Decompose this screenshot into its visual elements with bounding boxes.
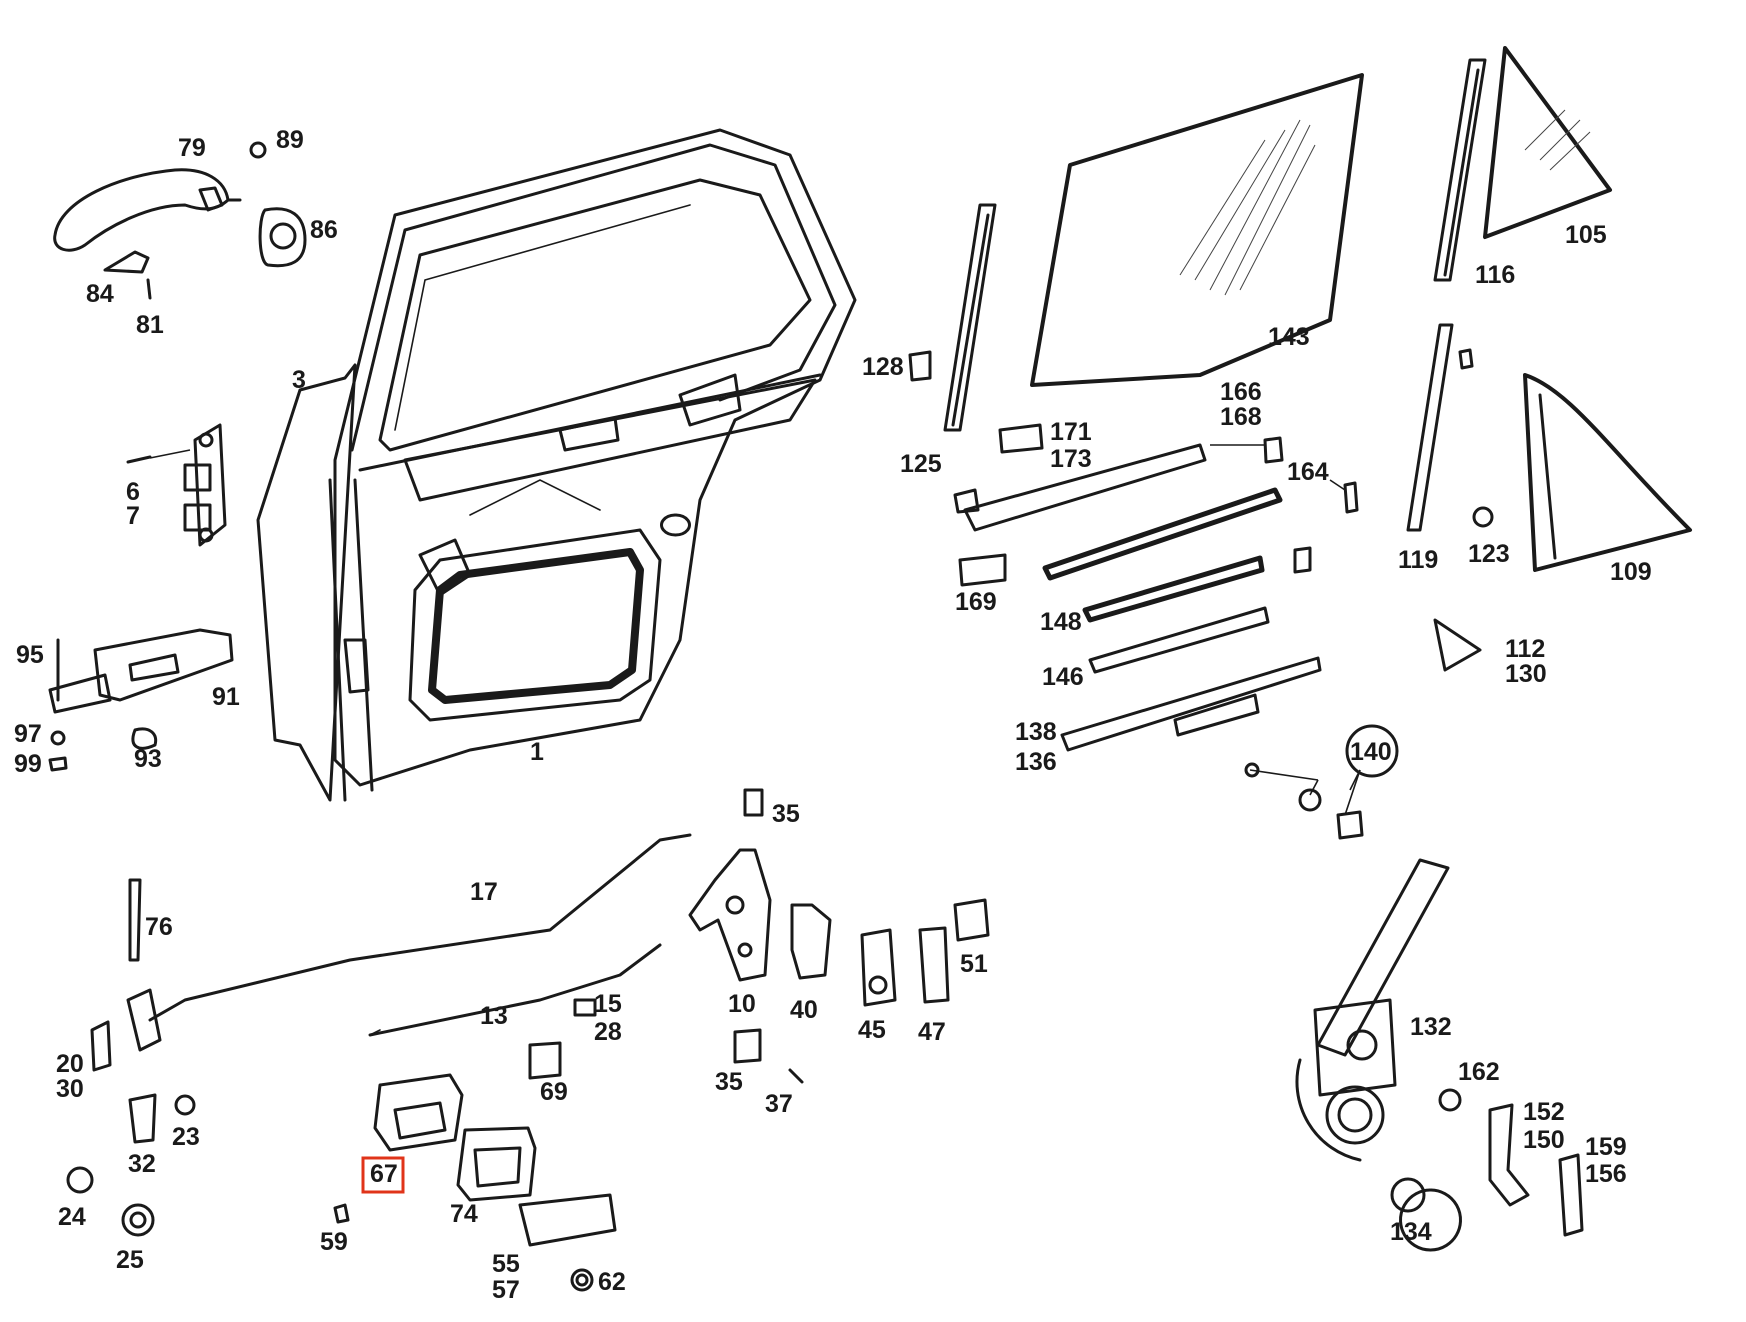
label-28: 28 [594, 1018, 622, 1046]
label-150: 150 [1523, 1126, 1565, 1154]
label-35-bottom: 35 [715, 1068, 743, 1096]
label-143: 143 [1268, 323, 1310, 351]
label-116: 116 [1475, 261, 1515, 289]
label-136: 136 [1015, 748, 1057, 776]
label-93: 93 [134, 745, 162, 773]
label-23: 23 [172, 1123, 200, 1151]
outer-door-handle [53, 141, 307, 300]
label-140-ring [1345, 724, 1399, 778]
label-168: 168 [1220, 403, 1262, 431]
label-47: 47 [918, 1018, 946, 1046]
label-59: 59 [320, 1228, 348, 1256]
label-81: 81 [136, 311, 164, 339]
label-132: 132 [1410, 1013, 1452, 1041]
door-hinge [126, 423, 227, 547]
label-171: 171 [1050, 418, 1092, 446]
label-119: 119 [1398, 546, 1438, 574]
label-166: 166 [1220, 378, 1262, 406]
interior-handle-parts [333, 998, 617, 1292]
door-shell [256, 128, 857, 802]
label-130: 130 [1505, 660, 1547, 688]
label-123: 123 [1468, 540, 1510, 568]
label-3: 3 [292, 366, 306, 394]
label-148: 148 [1040, 608, 1082, 636]
label-74: 74 [450, 1200, 478, 1228]
label-24: 24 [58, 1203, 86, 1231]
label-32: 32 [128, 1150, 156, 1178]
label-51: 51 [960, 950, 988, 978]
label-84: 84 [86, 280, 114, 308]
label-35-top: 35 [772, 800, 800, 828]
label-57: 57 [492, 1276, 520, 1304]
label-169: 169 [955, 588, 997, 616]
label-173: 173 [1050, 445, 1092, 473]
label-156: 156 [1585, 1160, 1627, 1188]
label-159: 159 [1585, 1133, 1627, 1161]
label-40: 40 [790, 996, 818, 1024]
small-hardware [733, 348, 1494, 1084]
label-17: 17 [470, 878, 498, 906]
label-69: 69 [540, 1078, 568, 1106]
label-79: 79 [178, 134, 206, 162]
label-152: 152 [1523, 1098, 1565, 1126]
label-7: 7 [126, 502, 140, 530]
label-30: 30 [56, 1075, 84, 1103]
door-glass [1030, 73, 1364, 387]
label-89: 89 [276, 126, 304, 154]
label-146: 146 [1042, 663, 1084, 691]
label-86: 86 [310, 216, 338, 244]
label-91: 91 [212, 683, 240, 711]
label-45: 45 [858, 1016, 886, 1044]
highlight-box-67 [361, 1156, 405, 1194]
label-162: 162 [1458, 1058, 1500, 1086]
door-lock-and-rods [66, 833, 772, 1237]
label-105: 105 [1565, 221, 1607, 249]
vent-frame [1523, 373, 1692, 572]
label-25: 25 [116, 1246, 144, 1274]
label-15: 15 [594, 990, 622, 1018]
vent-glass [1483, 46, 1612, 239]
label-76: 76 [145, 913, 173, 941]
label-138: 138 [1015, 718, 1057, 746]
label-1: 1 [530, 738, 544, 766]
label-67: 67 [370, 1160, 398, 1188]
label-37: 37 [765, 1090, 793, 1118]
part-labels: 1 3 6 7 10 13 15 17 20 23 24 25 28 30 32… [14, 126, 1652, 1304]
label-55: 55 [492, 1250, 520, 1278]
label-140: 140 [1350, 738, 1392, 766]
label-99: 99 [14, 750, 42, 778]
label-134: 134 [1390, 1218, 1432, 1246]
door-check-strap [48, 628, 234, 772]
label-97: 97 [14, 720, 42, 748]
label-62: 62 [598, 1268, 626, 1296]
window-channels [943, 58, 1487, 752]
window-regulator [1244, 762, 1584, 1252]
label-109: 109 [1610, 558, 1652, 586]
label-112: 112 [1505, 635, 1545, 663]
label-164: 164 [1287, 458, 1329, 486]
label-20: 20 [56, 1050, 84, 1078]
label-10: 10 [728, 990, 756, 1018]
label-125: 125 [900, 450, 942, 478]
label-128: 128 [862, 353, 904, 381]
label-13: 13 [480, 1002, 508, 1030]
label-95: 95 [16, 641, 44, 669]
label-6: 6 [126, 478, 140, 506]
